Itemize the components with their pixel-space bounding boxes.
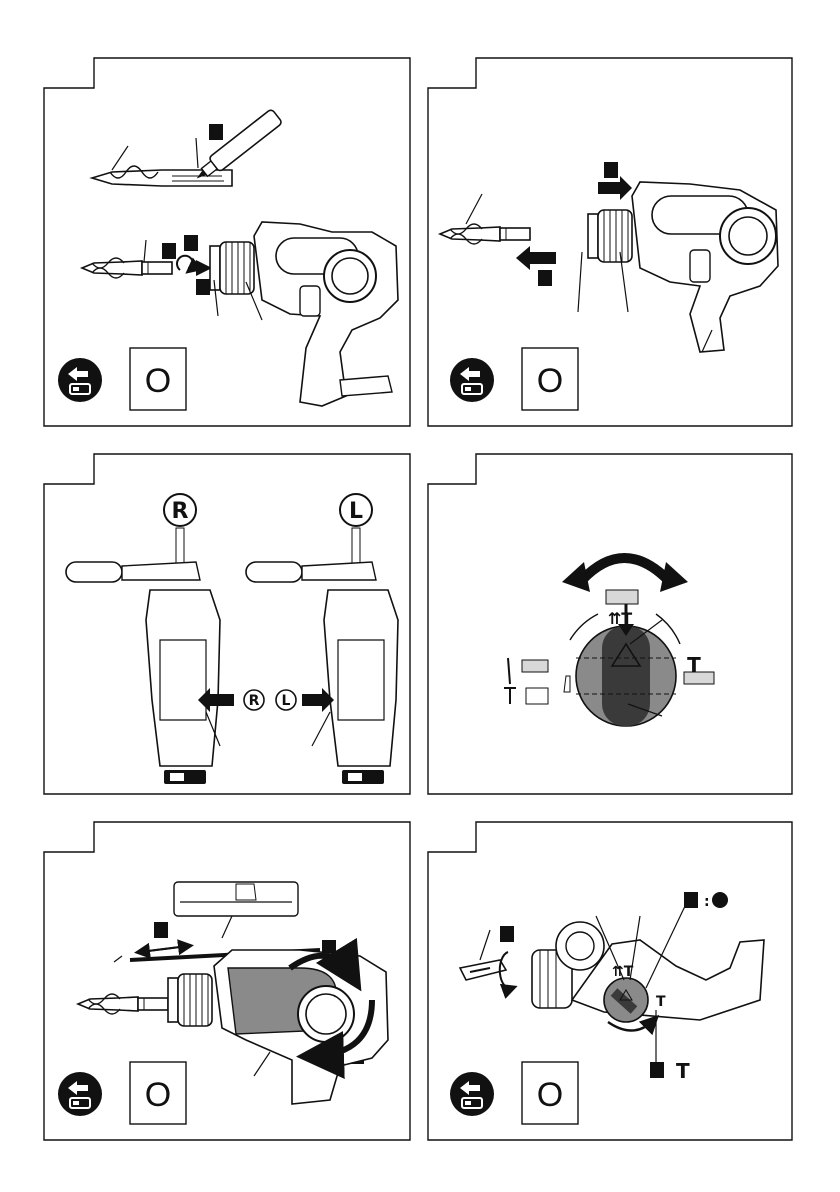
- step-box-a: [154, 922, 168, 938]
- step-box-b: [538, 270, 552, 286]
- double-arrow-icon: [582, 558, 668, 580]
- battery-removal-icon: [58, 358, 102, 402]
- drill-mode-dot-icon: [712, 892, 728, 908]
- battery-mark: O: [145, 1076, 171, 1114]
- drill-bit-small-icon: [82, 258, 172, 278]
- step-box-c: [184, 235, 198, 251]
- rotation-mark-left: L: [340, 494, 372, 526]
- battery-removal-icon: [450, 1072, 494, 1116]
- svg-text:R: R: [249, 693, 260, 709]
- figure-panel-3: R L R L: [44, 454, 410, 794]
- step-box-a: [209, 124, 223, 140]
- step-box-a: [604, 162, 618, 178]
- hammer-mode-icon: T: [676, 1059, 690, 1083]
- battery-mark: O: [537, 1076, 563, 1114]
- hammer-drill-icon: [78, 950, 388, 1104]
- material-block-icon: [606, 590, 638, 604]
- material-block-icon: [684, 672, 714, 684]
- screw-icon: [504, 688, 516, 704]
- battery-mark: O: [145, 362, 171, 400]
- wall-plug-icon: [564, 676, 570, 692]
- figure-panel-6: ⇈T T : T O: [428, 822, 792, 1140]
- step-box-d: [196, 279, 210, 295]
- battery-removal-icon: [450, 358, 494, 402]
- svg-text:R: R: [172, 499, 189, 524]
- mode-selector-dial-icon: [576, 604, 676, 726]
- push-arrow: [598, 176, 632, 200]
- figure-panel-5: O: [44, 822, 410, 1140]
- colon-separator: :: [704, 894, 710, 910]
- hammer-drill-top-view-right: L: [246, 528, 398, 784]
- hammer-drill-icon: [532, 922, 764, 1022]
- step-box-b: [684, 892, 698, 908]
- depth-gauge-inset: [174, 882, 298, 938]
- step-box-c: [650, 1062, 664, 1078]
- svg-text:L: L: [349, 499, 363, 524]
- figure-panel-2: O: [428, 58, 792, 426]
- material-block-icon: [522, 660, 548, 672]
- hammer-drill-icon: [588, 182, 778, 352]
- pull-arrow: [516, 246, 556, 270]
- figure-panel-1: O: [44, 58, 410, 426]
- grease-tube-icon: [191, 109, 282, 186]
- figure-panel-4: ⇈T T: [428, 454, 792, 794]
- nail-icon: [508, 658, 510, 684]
- hammer-drill-icon: [210, 222, 398, 406]
- hammer-drill-top-view-left: R: [66, 528, 264, 784]
- battery-removal-icon: [58, 1072, 102, 1116]
- drill-bit-icon: [440, 224, 530, 244]
- svg-text:L: L: [282, 693, 291, 709]
- hammer-mode-icon: T: [656, 994, 666, 1010]
- battery-mark: O: [537, 362, 563, 400]
- step-box-b: [162, 243, 176, 259]
- material-block-icon: [526, 688, 548, 704]
- rotation-mark-right: R: [164, 494, 196, 526]
- step-box-a: [500, 926, 514, 942]
